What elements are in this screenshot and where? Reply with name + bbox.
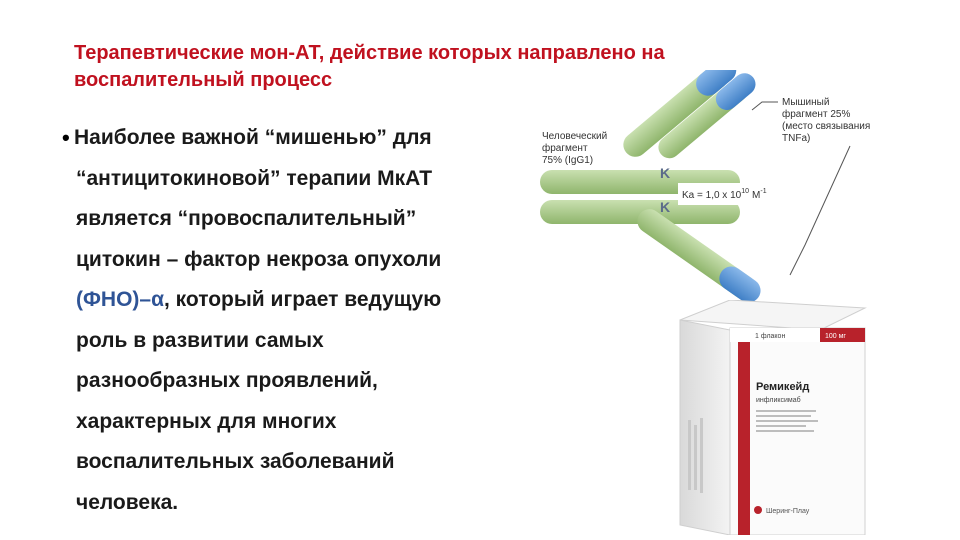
- human-fragment-label-2: фрагмент: [542, 142, 588, 154]
- affinity-text: Ka = 1,0 x 10: [682, 190, 742, 201]
- box-generic-name: инфликсимаб: [756, 396, 801, 404]
- mouse-fragment-label-2: фрагмент 25%: [782, 108, 850, 120]
- box-dose: 100 мг: [825, 333, 846, 340]
- bullet-text: Наиболее важной “мишенью” для “антициток…: [74, 118, 526, 523]
- bullet-marker: •: [62, 125, 70, 150]
- drug-box-image: 1 флакон 100 мг Ремикейд инфликсимаб Шер…: [679, 300, 867, 535]
- mouse-fragment-label-1: Мышиный: [782, 97, 829, 108]
- body-line: Наиболее важной “мишенью” для: [74, 126, 432, 149]
- body-line: разнообразных проявлений,: [76, 369, 378, 392]
- kappa-label-lower: K: [660, 199, 670, 215]
- body-line: “антицитокиновой” терапии МкАТ: [76, 166, 433, 190]
- human-fragment-label-1: Человеческий: [542, 131, 607, 142]
- slide-title: Терапевтические мон-АТ, действие которых…: [74, 42, 665, 91]
- mouse-fragment-label-3: (место связывания: [782, 121, 870, 132]
- tnf-alpha-term: (ФНО)–α: [76, 288, 164, 311]
- body-line: человека.: [76, 490, 179, 514]
- body-line: цитокин – фактор некроза опухоли: [76, 247, 442, 271]
- kappa-label-upper: K: [660, 165, 670, 181]
- box-brand-name: Ремикейд: [756, 381, 809, 393]
- body-line-rest: , который играет ведущую: [164, 288, 442, 311]
- box-vial-count: 1 флакон: [755, 333, 785, 340]
- box-manufacturer: Шеринг-Плау: [766, 508, 810, 515]
- affinity-exponent: 10: [741, 188, 749, 195]
- body-line: является “провоспалительный”: [76, 207, 417, 230]
- antibody-diagram: K K Человеческий фрагмент 75% (IgG1) Мыш…: [540, 70, 870, 303]
- antibody-lower-arm: [540, 200, 761, 303]
- body-line: характерных для многих: [76, 409, 337, 433]
- human-fragment-label-3: 75% (IgG1): [542, 155, 593, 166]
- body-line: (ФНО)–α, который играет ведущую: [76, 280, 526, 321]
- mouse-fragment-label-4: TNFa): [782, 133, 810, 144]
- body-line: воспалительных заболеваний: [76, 450, 395, 473]
- affinity-unit: M: [752, 190, 760, 201]
- body-line: роль в развитии самых: [76, 328, 324, 352]
- affinity-unit-exponent: -1: [760, 188, 766, 195]
